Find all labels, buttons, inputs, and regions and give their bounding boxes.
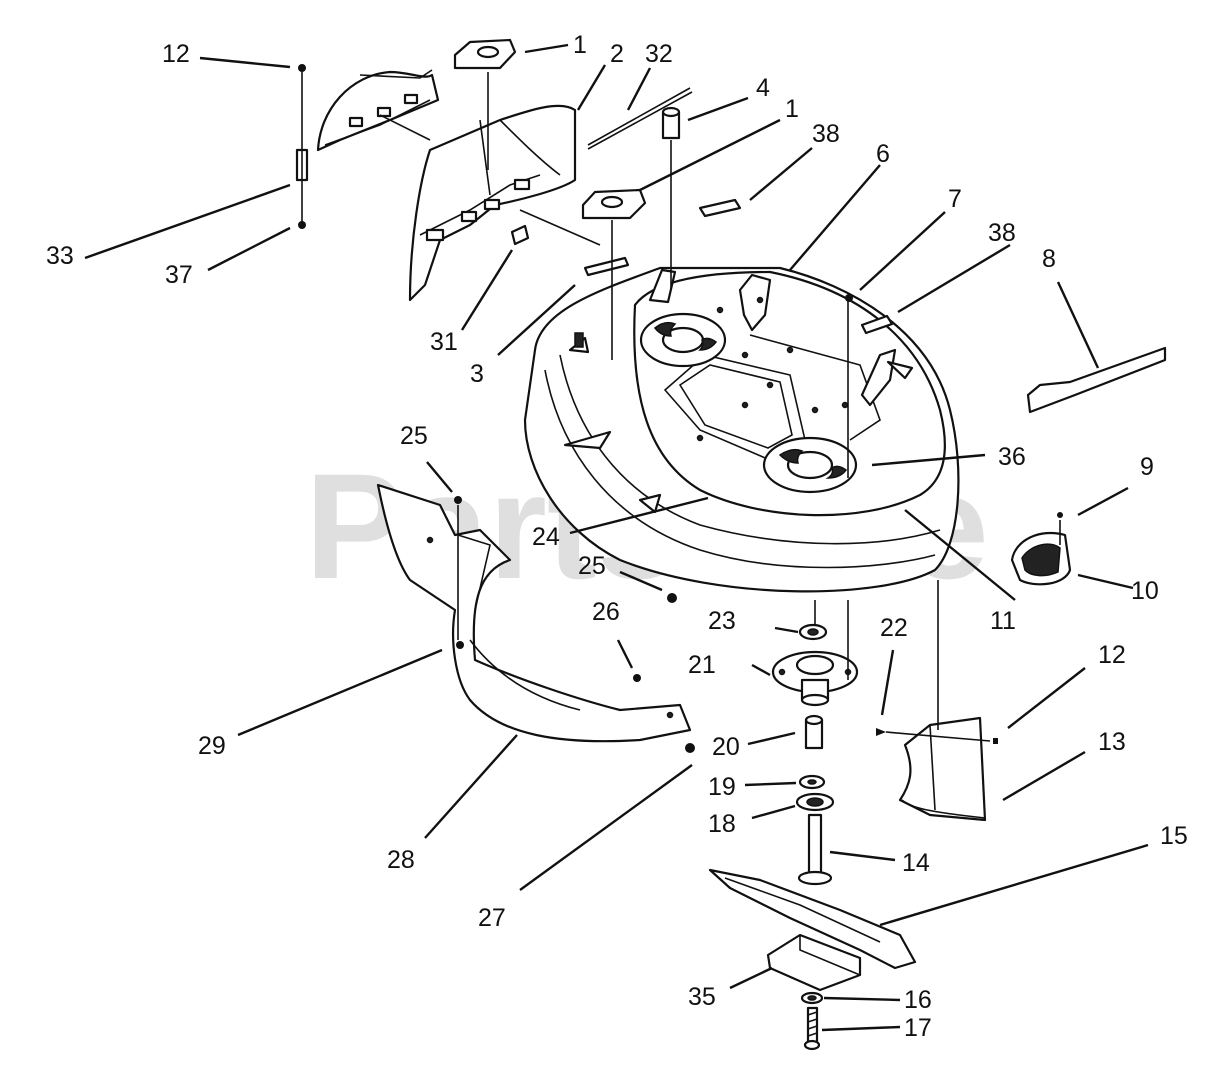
callout-label: 25 [578, 552, 606, 580]
rod-32 [587, 87, 691, 146]
callout-label: 33 [46, 242, 74, 270]
callout-label: 10 [1131, 577, 1159, 605]
callout-label: 31 [430, 328, 458, 356]
callout-label: 1 [573, 31, 587, 59]
callout-label: 18 [708, 810, 736, 838]
callout-labels: 12 1 2 32 4 1 38 6 7 38 8 33 37 31 3 36 … [46, 31, 1188, 1042]
callout-label: 21 [688, 651, 716, 679]
label-38-top [698, 198, 742, 218]
callout-label: 26 [592, 598, 620, 626]
callout-label: 14 [902, 849, 930, 877]
discharge-chute [408, 104, 577, 302]
spindle-assembly [708, 623, 917, 1051]
callout-label: 4 [756, 74, 770, 102]
callout-label: 28 [387, 846, 415, 874]
baffle-13 [898, 716, 987, 822]
leader-lines [84, 43, 1149, 1032]
callout-label: 35 [688, 983, 716, 1011]
callout-label: 19 [708, 773, 736, 801]
callout-label: 32 [645, 40, 673, 68]
callout-label: 9 [1140, 453, 1154, 481]
label-38-right [860, 314, 894, 335]
callout-label: 6 [876, 140, 890, 168]
callout-label: 29 [198, 732, 226, 760]
callout-label: 36 [998, 443, 1026, 471]
callout-label: 17 [904, 1014, 932, 1042]
callout-label: 2 [610, 40, 624, 68]
callout-label: 11 [990, 607, 1016, 635]
callout-label: 7 [948, 185, 962, 213]
cap-10 [1010, 531, 1072, 586]
callout-label: 23 [708, 607, 736, 635]
callout-label: 1 [785, 95, 799, 123]
deflector-28 [376, 483, 692, 743]
callout-label: 12 [1098, 641, 1126, 669]
callout-label: 27 [478, 904, 506, 932]
stud-4 [661, 106, 681, 140]
callout-label: 16 [904, 986, 932, 1014]
callout-label: 12 [162, 40, 190, 68]
clip-31 [510, 224, 530, 246]
callout-label: 20 [712, 733, 740, 761]
callout-label: 3 [470, 360, 484, 388]
callout-label: 22 [880, 614, 908, 642]
shield-strip-8 [1026, 346, 1167, 414]
callout-label: 38 [812, 120, 840, 148]
label-3 [583, 256, 630, 277]
callout-label: 15 [1160, 822, 1188, 850]
callout-label: 25 [400, 422, 428, 450]
callout-label: 13 [1098, 728, 1126, 756]
assembly-lines [301, 70, 1061, 742]
callout-label: 37 [165, 261, 193, 289]
callout-label: 38 [988, 219, 1016, 247]
callout-label: 8 [1042, 245, 1056, 273]
callout-label: 24 [532, 523, 560, 551]
chute-guard-hinge [316, 69, 440, 152]
